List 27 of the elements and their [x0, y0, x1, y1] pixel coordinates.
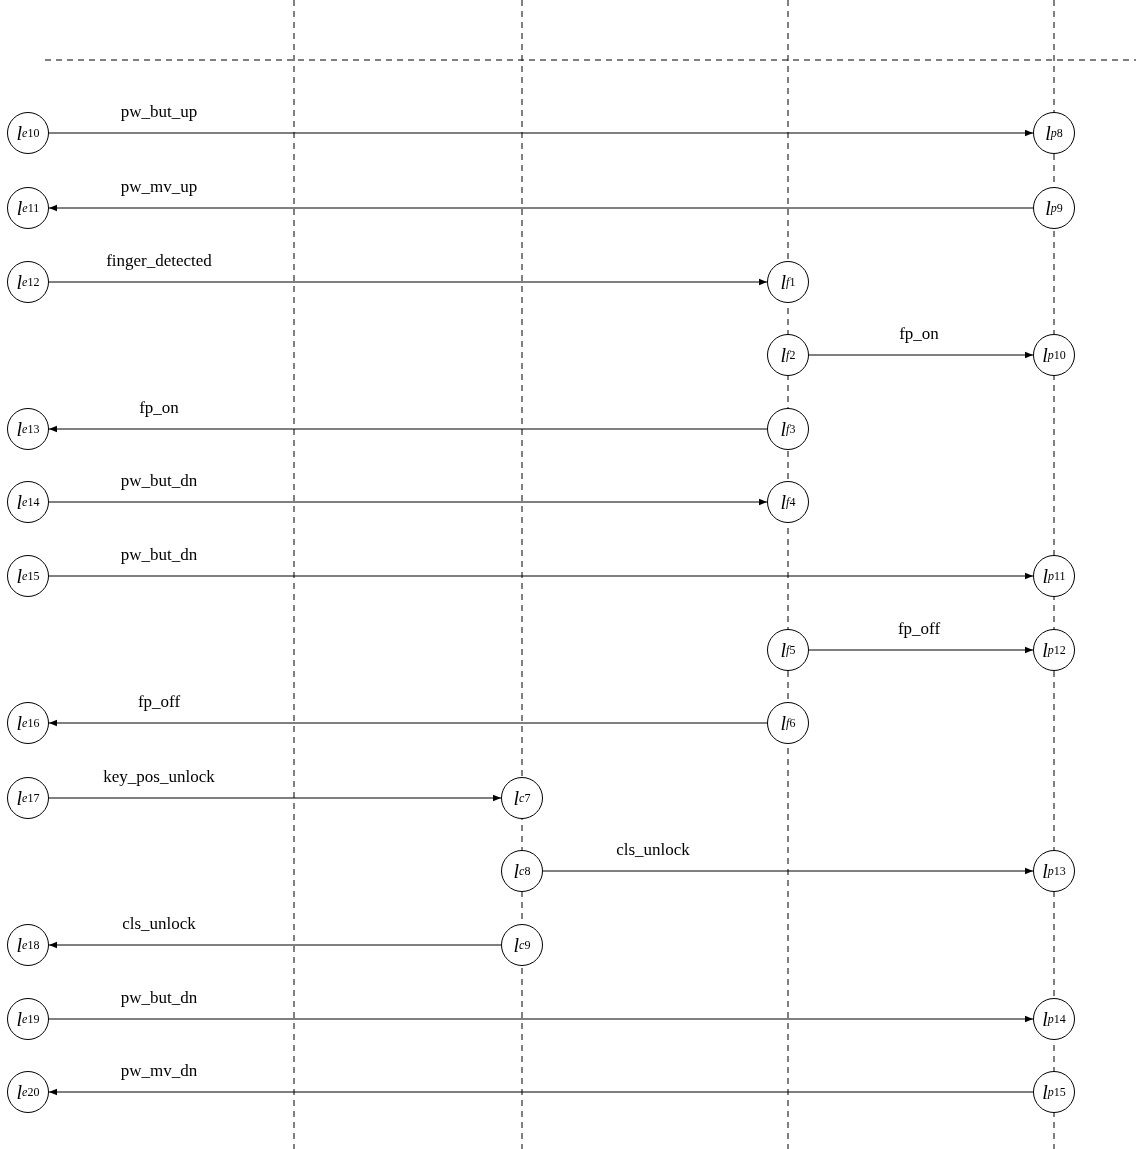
arrow — [48, 1088, 1034, 1096]
arrow — [48, 498, 768, 506]
arrow — [808, 351, 1034, 359]
arrow — [48, 204, 1034, 212]
arrow — [48, 941, 502, 949]
edge-label: pw_mv_dn — [118, 1062, 200, 1081]
edge-label: finger_detected — [104, 252, 214, 271]
arrow — [48, 794, 502, 802]
edge-label: fp_off — [895, 620, 943, 639]
edge-label: fp_on — [897, 325, 941, 344]
arrow — [808, 646, 1034, 654]
edge-label: fp_on — [137, 399, 181, 418]
edge-label: cls_unlock — [614, 841, 692, 860]
edge-label: pw_but_dn — [118, 989, 200, 1008]
edge-label: pw_but_dn — [118, 546, 200, 565]
edge-label: key_pos_unlock — [101, 768, 217, 787]
arrow — [48, 719, 768, 727]
arrow — [48, 1015, 1034, 1023]
arrow — [48, 129, 1034, 137]
edge-label: pw_but_up — [118, 103, 200, 122]
edge-label: fp_off — [135, 693, 183, 712]
arrow — [48, 572, 1034, 580]
edge-label: cls_unlock — [120, 915, 198, 934]
edge-label: pw_but_dn — [118, 472, 200, 491]
arrow — [48, 278, 768, 286]
arrow — [48, 425, 768, 433]
arrow — [542, 867, 1034, 875]
